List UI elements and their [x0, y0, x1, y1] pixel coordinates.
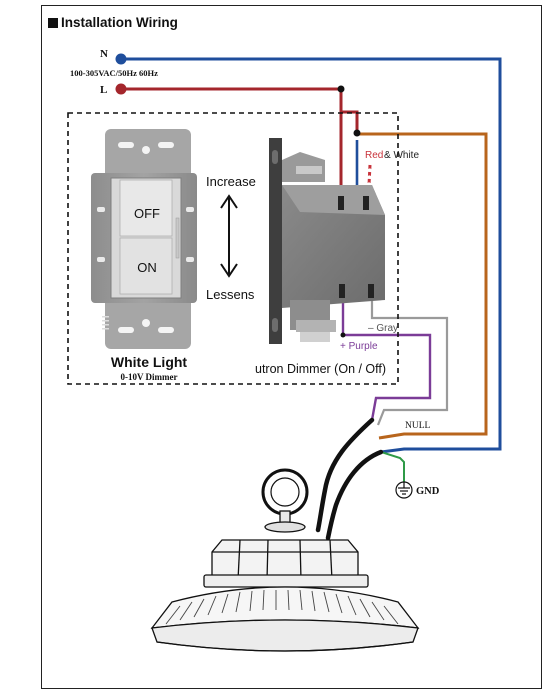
dimmer-caption-sub: 0-10V Dimmer — [120, 372, 177, 382]
section-title: Installation Wiring — [48, 15, 178, 30]
led-indicator-bars — [102, 316, 109, 330]
load-wire — [357, 132, 488, 440]
neutral-wire — [121, 57, 502, 454]
purple-junction-dot — [340, 332, 346, 338]
line-junction-dot — [337, 85, 345, 93]
dimmer-device-body — [269, 138, 385, 344]
line-terminal-dot — [115, 83, 127, 95]
fixture-cables — [315, 417, 384, 541]
white-wire-label: & White — [384, 150, 419, 161]
title-text: Installation Wiring — [61, 15, 178, 30]
gray-wire-label: – Gray — [368, 323, 398, 334]
on-label: ON — [137, 260, 157, 275]
load-junction-dot — [353, 129, 361, 137]
up-down-arrow-icon — [220, 194, 238, 278]
page-frame — [41, 5, 542, 689]
lessens-label: Lessens — [206, 287, 255, 302]
dimmer-wallplate — [91, 129, 197, 349]
gnd-label: GND — [416, 486, 440, 497]
dimmer-enclosure-dashed — [67, 112, 399, 385]
purple-wire — [341, 285, 432, 421]
white-light-caption: White Light — [111, 354, 188, 370]
null-label: NULL — [405, 421, 431, 431]
title-bullet-square — [48, 17, 58, 28]
ground-symbol-icon — [395, 481, 413, 499]
line-label: L — [100, 84, 107, 96]
ufo-highbay-fixture — [150, 468, 420, 652]
voltage-label: 100-305VAC/50Hz 60Hz — [70, 68, 158, 78]
purple-wire-label: + Purple — [340, 341, 378, 352]
gray-wire — [370, 290, 449, 426]
increase-label: Increase — [206, 174, 256, 189]
red-wire-label: Red — [365, 150, 383, 161]
off-label: OFF — [134, 206, 160, 221]
neutral-terminal-dot — [115, 53, 127, 65]
ground-wire — [380, 451, 405, 482]
device-caption: utron Dimmer (On / Off) — [255, 362, 386, 376]
neutral-label: N — [100, 48, 108, 60]
